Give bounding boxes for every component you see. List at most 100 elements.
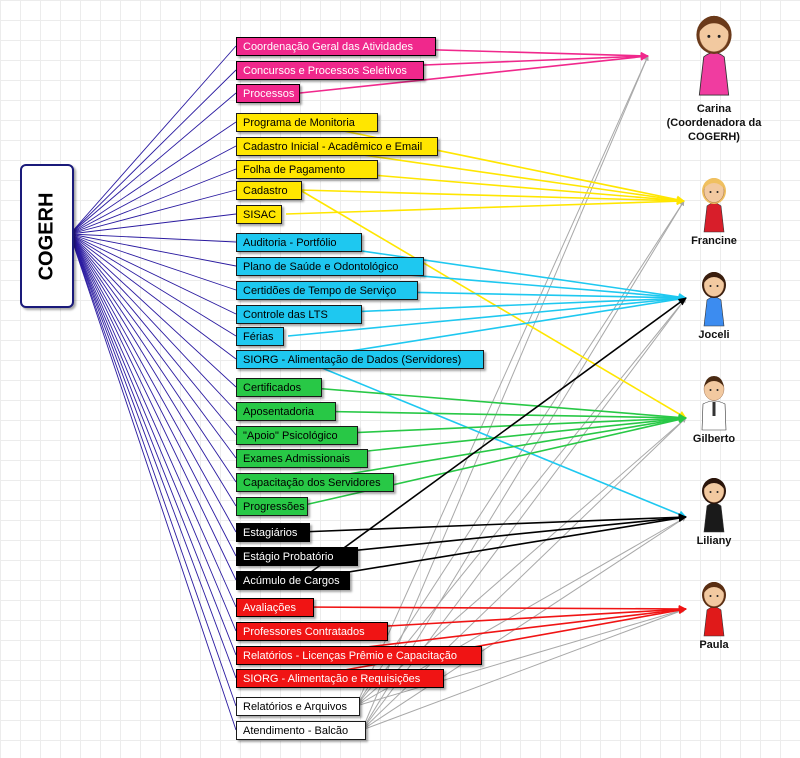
person-name: Liliany xyxy=(696,535,732,547)
task-label: Atendimento - Balcão xyxy=(243,725,349,737)
task-estagio-probatorio: Estágio Probatório xyxy=(236,547,358,566)
task-cadastro: Cadastro xyxy=(236,181,302,200)
task-siorg-alimentacao-de-dados-servidores: SIORG - Alimentação de Dados (Servidores… xyxy=(236,350,484,369)
root-edge xyxy=(69,45,237,235)
task-plano-de-saude-e-odontologico: Plano de Saúde e Odontológico xyxy=(236,257,424,276)
edge-controle-das-lts-to-joceli xyxy=(299,294,687,315)
person-name: Gilberto xyxy=(692,433,736,445)
edge-atendimento-balcao-to-carina xyxy=(361,55,649,731)
root-edge xyxy=(69,233,237,533)
person-name: Carina xyxy=(696,103,732,115)
task-label: SISAC xyxy=(243,209,277,221)
edge-cadastro-to-francine xyxy=(299,189,685,205)
root-edge xyxy=(69,213,237,235)
edge-apoio-psicologico-to-gilberto xyxy=(299,414,687,436)
root-label: COGERH xyxy=(35,192,58,280)
edge-cadastro-to-gilberto xyxy=(299,189,687,419)
edge-atendimento-balcao-to-paula xyxy=(361,608,687,731)
assignment-edges xyxy=(285,45,687,679)
task-label: Professores Contratados xyxy=(243,626,365,638)
task-aposentadoria: Aposentadoria xyxy=(236,402,336,421)
task-label: Processos xyxy=(243,88,295,100)
root-edge xyxy=(69,145,237,235)
task-label: Estágio Probatório xyxy=(243,551,334,563)
task-label: Concursos e Processos Seletivos xyxy=(243,65,407,77)
edge-siorg-alimentacao-e-requisicoes-to-paula xyxy=(299,606,687,679)
task-label: Certidões de Tempo de Serviço xyxy=(243,285,397,297)
edge-siorg-alimentacao-de-dados-servidores-to-joceli xyxy=(299,295,687,360)
task-progressoes: Progressões xyxy=(236,497,308,516)
task-sisac: SISAC xyxy=(236,205,282,224)
task-atendimento-balcao: Atendimento - Balcão xyxy=(236,721,366,740)
woman-avatar-icon xyxy=(696,15,732,96)
task-label: Controle das LTS xyxy=(243,309,328,321)
root-edge xyxy=(69,233,237,243)
person-carina: Carina (Coordenadora da COGERH) xyxy=(659,10,769,144)
task-label: SIORG - Alimentação de Dados (Servidores… xyxy=(243,354,462,366)
task-label: Estagiários xyxy=(243,527,298,539)
task-folha-de-pagamento: Folha de Pagamento xyxy=(236,160,378,179)
root-edge xyxy=(69,233,237,315)
task-label: Programa de Monitoria xyxy=(243,117,355,129)
edge-estagio-probatorio-to-liliany xyxy=(299,513,687,557)
root-edge xyxy=(69,233,237,608)
root-edge xyxy=(69,69,237,235)
woman-avatar-icon xyxy=(702,272,726,327)
root-node-cogerh: COGERH xyxy=(20,164,74,308)
edge-estagiarios-to-liliany xyxy=(299,513,687,533)
person-liliany: Liliany xyxy=(659,474,769,548)
root-edge xyxy=(69,233,237,557)
man-avatar-icon xyxy=(701,376,727,431)
task-siorg-alimentacao-e-requisicoes: SIORG - Alimentação e Requisições xyxy=(236,669,444,688)
root-edge xyxy=(69,233,237,679)
edge-aposentadoria-to-gilberto xyxy=(299,410,687,422)
edge-relatorios-e-arquivos-to-carina xyxy=(355,55,649,707)
person-paula: Paula xyxy=(659,578,769,652)
task-relatorios-e-arquivos: Relatórios e Arquivos xyxy=(236,697,360,716)
edge-processos-to-carina xyxy=(299,52,649,94)
edge-sisac-to-francine xyxy=(285,197,685,215)
task-label: Acúmulo de Cargos xyxy=(243,575,340,587)
woman-avatar-icon xyxy=(702,582,726,637)
task-label: Progressões xyxy=(243,501,305,513)
edge-relatorios-e-arquivos-to-joceli xyxy=(355,297,687,707)
root-edge xyxy=(69,233,237,360)
task-certidoes-de-tempo-de-servico: Certidões de Tempo de Serviço xyxy=(236,281,418,300)
task-estagiarios: Estagiários xyxy=(236,523,310,542)
task-label: Capacitação dos Servidores xyxy=(243,477,381,489)
woman-avatar-icon xyxy=(702,478,726,533)
task-cadastro-inicial-academico-e-email: Cadastro Inicial - Acadêmico e Email xyxy=(236,137,438,156)
person-name: Paula xyxy=(699,639,729,651)
task-label: "Apoio" Psicológico xyxy=(243,430,338,442)
root-edge xyxy=(69,233,237,632)
edge-programa-de-monitoria-to-francine xyxy=(299,121,685,204)
woman-avatar-icon xyxy=(702,178,726,233)
task-capacitacao-dos-servidores: Capacitação dos Servidores xyxy=(236,473,394,492)
edge-avaliacoes-to-paula xyxy=(299,604,687,613)
task-label: Exames Admissionais xyxy=(243,453,350,465)
task-concursos-e-processos-seletivos: Concursos e Processos Seletivos xyxy=(236,61,424,80)
root-edge xyxy=(69,233,237,291)
task-label: Auditoria - Portfólio xyxy=(243,237,337,249)
task-label: Plano de Saúde e Odontológico xyxy=(243,261,399,273)
root-edge xyxy=(69,233,237,507)
person-role-line: (Coordenadora da xyxy=(666,117,762,129)
person-role-line: COGERH) xyxy=(688,131,740,143)
task-label: Folha de Pagamento xyxy=(243,164,346,176)
root-edge xyxy=(69,233,237,459)
task-professores-contratados: Professores Contratados xyxy=(236,622,388,641)
task-label: Aposentadoria xyxy=(243,406,314,418)
person-joceli: Joceli xyxy=(659,268,769,342)
person-name: Joceli xyxy=(698,329,730,341)
task-label: Coordenação Geral das Atividades xyxy=(243,41,413,53)
root-edge xyxy=(69,233,237,581)
root-edge xyxy=(69,233,237,337)
task-acumulo-de-cargos: Acúmulo de Cargos xyxy=(236,571,350,590)
edge-auditoria-portfolio-to-joceli xyxy=(299,241,687,301)
root-edge xyxy=(69,233,237,656)
root-edge xyxy=(69,92,237,235)
edge-relatorios-e-arquivos-to-francine xyxy=(355,200,685,707)
task-exames-admissionais: Exames Admissionais xyxy=(236,449,368,468)
task-programa-de-monitoria: Programa de Monitoria xyxy=(236,113,378,132)
